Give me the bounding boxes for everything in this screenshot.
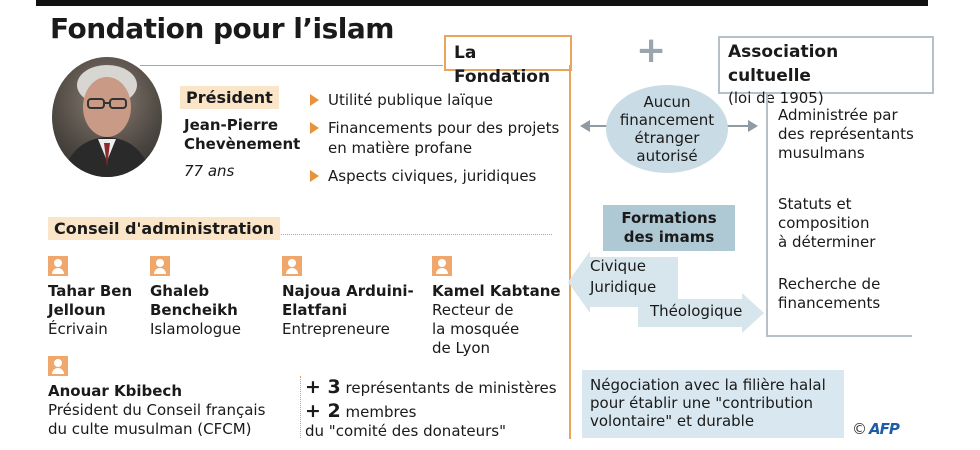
- fondation-divider: [569, 65, 571, 439]
- formation-civique: Civique: [590, 257, 646, 275]
- fondation-point-text: Aspects civiques, juridiques: [328, 167, 537, 185]
- member-name: Najoua Arduini-: [282, 282, 414, 300]
- president-name: Jean-Pierre Chevènement: [184, 116, 304, 154]
- right-arrow-icon: [638, 293, 764, 333]
- top-bar: [36, 0, 928, 6]
- bullet-arrow-icon: [310, 170, 319, 182]
- fondation-point-text: Financements pour des projets en matière…: [328, 119, 560, 157]
- member-role: Islamologue: [150, 320, 241, 338]
- title-underline: [140, 65, 443, 66]
- funding-note: Aucun financement étranger autorisé: [606, 85, 728, 173]
- formations-title-line: Formations: [621, 209, 717, 227]
- fondation-point: Aspects civiques, juridiques: [308, 166, 568, 186]
- association-point: Administrée par des représentants musulm…: [778, 106, 914, 163]
- extra-members-ministries: + 3 représentants de ministères: [305, 376, 557, 398]
- association-point-line: à déterminer: [778, 233, 876, 251]
- member-name: Kamel Kabtane: [432, 282, 561, 300]
- halal-note-line: Négociation avec la filière halal: [590, 376, 826, 394]
- association-point-line: musulmans: [778, 144, 865, 162]
- association-bracket: [766, 92, 768, 336]
- fondation-points: Utilité publique laïque Financements pou…: [308, 90, 568, 194]
- president-photo: [52, 57, 162, 177]
- person-icon: [432, 256, 452, 276]
- fondation-point: Utilité publique laïque: [308, 90, 568, 110]
- conseil-label: Conseil d'administration: [48, 217, 281, 240]
- board-member: Kamel Kabtane Recteur de la mosquée de L…: [432, 256, 561, 358]
- extra-count: 3: [327, 376, 341, 398]
- person-icon: [48, 356, 68, 376]
- person-icon: [48, 256, 68, 276]
- halal-note-line: volontaire" et durable: [590, 412, 755, 430]
- association-point-line: Administrée par: [778, 106, 898, 124]
- president-label: Président: [180, 86, 279, 109]
- member-role: Recteur de: [432, 301, 514, 319]
- extra-prefix: +: [305, 376, 328, 398]
- member-role: Président du Conseil français: [48, 401, 266, 419]
- halal-note-line: pour établir une "contribution: [590, 394, 814, 412]
- fondation-point: Financements pour des projets en matière…: [308, 118, 568, 158]
- board-member: Ghaleb Bencheikh Islamologue: [150, 256, 241, 339]
- halal-note: Négociation avec la filière halal pour é…: [582, 370, 844, 438]
- funding-note-line: Aucun: [643, 93, 691, 111]
- person-icon: [150, 256, 170, 276]
- formation-theologique: Théologique: [650, 302, 743, 320]
- fondation-point-text: Utilité publique laïque: [328, 91, 493, 109]
- board-member: Tahar Ben Jelloun Écrivain: [48, 256, 132, 339]
- formations-heading: Formations des imams: [603, 205, 735, 251]
- extra-prefix: +: [305, 400, 328, 422]
- member-name: Jelloun: [48, 301, 106, 319]
- extra-text: du "comité des donateurs": [305, 422, 507, 440]
- board-member: Najoua Arduini- Elatfani Entrepreneure: [282, 256, 414, 339]
- formations-title-line: des imams: [623, 228, 715, 246]
- funding-note-line: financement: [619, 111, 715, 129]
- member-role: de Lyon: [432, 339, 491, 357]
- extra-count: 2: [327, 400, 341, 422]
- member-name: Ghaleb: [150, 282, 210, 300]
- bullet-arrow-icon: [310, 122, 319, 134]
- bullet-arrow-icon: [310, 94, 319, 106]
- extra-members-donors: + 2 membres du "comité des donateurs": [305, 402, 506, 441]
- member-name: Anouar Kbibech: [48, 382, 182, 400]
- page-title: Fondation pour l’islam: [50, 12, 394, 45]
- association-point-line: financements: [778, 294, 881, 312]
- association-point-line: Recherche de: [778, 275, 881, 293]
- extra-divider: [300, 376, 301, 438]
- afp-logo: AFP: [869, 420, 900, 438]
- fondation-heading: La Fondation: [444, 35, 572, 87]
- association-point: Statuts et composition à déterminer: [778, 195, 875, 252]
- formation-juridique: Juridique: [590, 278, 657, 296]
- association-bracket-bottom: [766, 335, 912, 337]
- member-name: Bencheikh: [150, 301, 238, 319]
- association-point: Recherche de financements: [778, 275, 880, 313]
- member-name: Tahar Ben: [48, 282, 133, 300]
- left-arrow-icon: [568, 251, 678, 313]
- member-role: la mosquée: [432, 320, 520, 338]
- funding-note-line: étranger: [634, 129, 700, 147]
- afp-credit: ©AFP: [852, 420, 900, 438]
- association-point-line: Statuts et: [778, 195, 852, 213]
- plus-icon: +: [636, 30, 667, 71]
- president-name-line: Jean-Pierre: [184, 116, 279, 134]
- funding-note-line: autorisé: [636, 147, 698, 165]
- association-heading: Association cultuelle (loi de 1905): [718, 36, 934, 107]
- member-role: du culte musulman (CFCM): [48, 420, 252, 438]
- association-point-line: des représentants: [778, 125, 914, 143]
- member-name: Elatfani: [282, 301, 348, 319]
- association-point-line: composition: [778, 214, 870, 232]
- association-subtitle: (loi de 1905): [728, 89, 824, 107]
- member-role: Écrivain: [48, 320, 108, 338]
- board-member: Anouar Kbibech Président du Conseil fran…: [48, 356, 265, 439]
- member-role: Entrepreneure: [282, 320, 390, 338]
- president-age: 77 ans: [184, 162, 235, 180]
- person-icon: [282, 256, 302, 276]
- association-title: Association cultuelle: [728, 42, 839, 86]
- extra-text: membres: [340, 403, 417, 421]
- extra-text: représentants de ministères: [340, 379, 557, 397]
- president-name-line: Chevènement: [184, 135, 301, 153]
- copyright-symbol: ©: [852, 420, 867, 438]
- conseil-divider: [48, 234, 552, 235]
